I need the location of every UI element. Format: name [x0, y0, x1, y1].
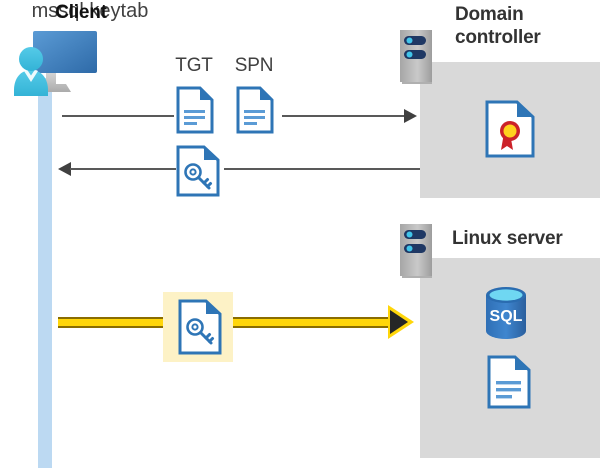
flow-request-arrowhead — [404, 109, 417, 123]
client-title: Client — [55, 2, 107, 23]
server-rack-icon-linux-server — [398, 222, 438, 284]
flow-request-line-left — [62, 115, 174, 117]
flow-response-line-left — [70, 168, 176, 170]
server-rack-icon-domain-controller — [398, 28, 438, 90]
domain-controller-title: Domain controller — [455, 3, 600, 49]
flow-response-line-right — [224, 168, 420, 170]
service-ticket-key-document-icon-service — [178, 299, 222, 355]
spn-label: SPN — [234, 55, 274, 76]
sql-database-icon: SQL — [478, 284, 534, 342]
sql-database-label: SQL — [490, 308, 523, 325]
flow-service-line-right — [228, 317, 392, 328]
flow-service-line-left — [58, 317, 170, 328]
certificate-document-icon — [485, 100, 535, 158]
client-lifeline — [38, 78, 52, 468]
service-ticket-key-document-icon-response — [176, 145, 220, 197]
domain-controller-title-line2: controller — [455, 27, 541, 48]
tgt-label: TGT — [175, 55, 213, 76]
flow-response-arrowhead — [58, 162, 71, 176]
domain-controller-title-line1: Domain — [455, 4, 524, 25]
flow-request-line-right — [282, 115, 406, 117]
spn-document-icon — [236, 86, 274, 134]
user-computer-icon — [6, 26, 102, 98]
keytab-document-icon — [487, 355, 531, 409]
linux-server-title: Linux server — [452, 228, 563, 249]
tgt-document-icon — [176, 86, 214, 134]
keytab-label: mssql.keytab — [31, 0, 149, 22]
flow-service-arrowhead — [390, 310, 408, 334]
